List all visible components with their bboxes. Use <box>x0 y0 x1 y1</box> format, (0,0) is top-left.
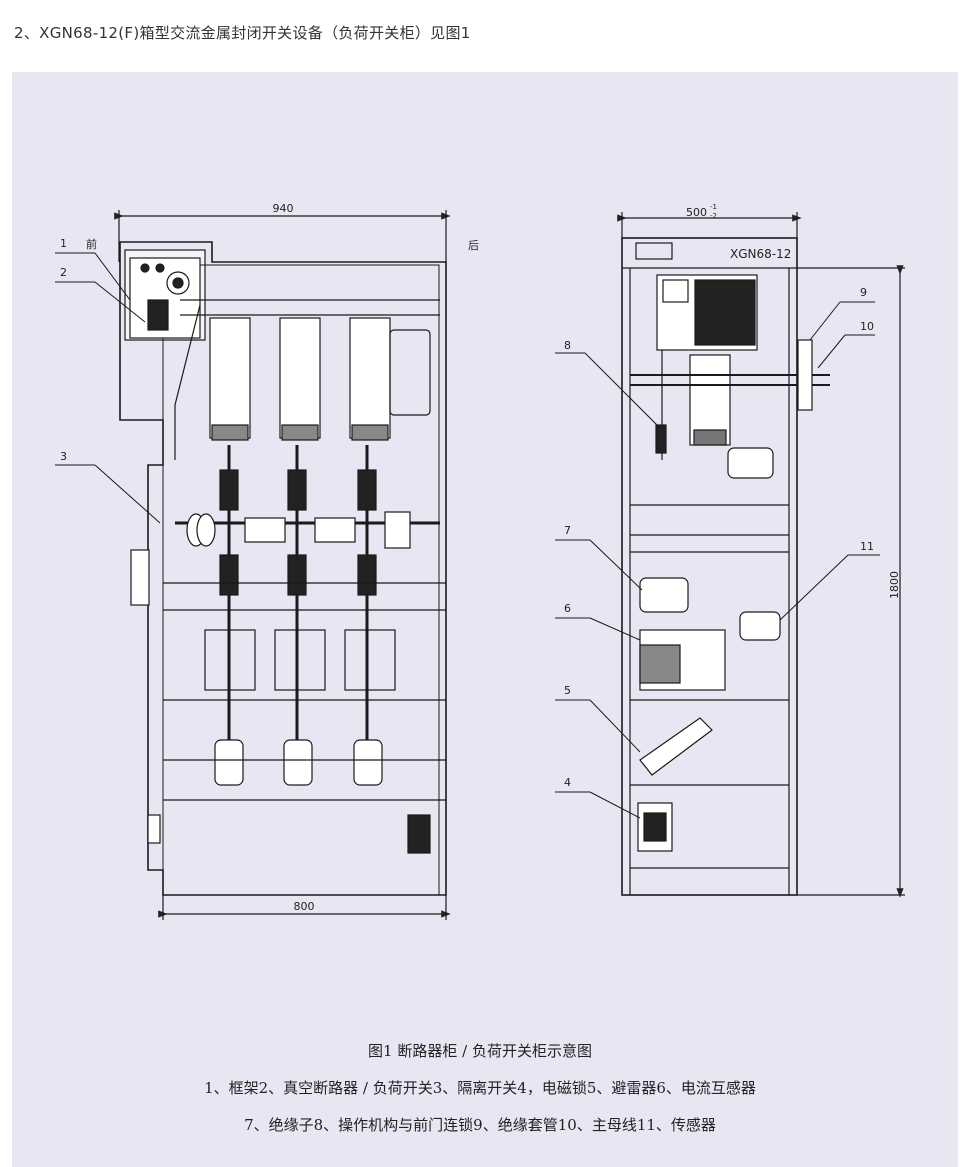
callout-7: 7 <box>564 524 571 537</box>
legend-line-1: 1、框架2、真空断路器 / 负荷开关3、隔离开关4，电磁锁5、避雷器6、电流互感… <box>204 1079 756 1097</box>
side-view <box>617 212 905 898</box>
pole-1 <box>209 317 251 441</box>
front-width-dimension: 940 <box>273 202 294 215</box>
callout-11: 11 <box>860 540 874 553</box>
callout-3: 3 <box>60 450 67 463</box>
side-width-tolerance-lower: -2 <box>710 212 717 220</box>
nameplate: XGN68-12 <box>730 247 791 261</box>
side-width-tolerance-upper: -1 <box>710 203 717 211</box>
callout-1: 1 <box>60 237 67 250</box>
bottom-insulators <box>214 739 383 786</box>
front-view <box>114 210 451 920</box>
callout-6: 6 <box>564 602 571 615</box>
page-heading: 2、XGN68-12(F)箱型交流金属封闭开关设备（负荷开关柜）见图1 <box>14 24 471 42</box>
side-height-dimension: 1800 <box>888 571 901 599</box>
callout-5: 5 <box>564 684 571 697</box>
pole-2 <box>279 317 321 441</box>
shaft-insulators <box>186 511 411 549</box>
callout-4: 4 <box>564 776 571 789</box>
legend-line-2: 7、绝缘子8、操作机构与前门连锁9、绝缘套管10、主母线11、传感器 <box>244 1116 716 1134</box>
figure-title: 图1 断路器柜 / 负荷开关柜示意图 <box>368 1042 592 1060</box>
label-front: 前 <box>86 237 97 251</box>
side-width-dimension: 500 <box>686 206 707 219</box>
front-bottom-dimension: 800 <box>294 900 315 913</box>
callout-10: 10 <box>860 320 874 333</box>
callout-8: 8 <box>564 339 571 352</box>
label-rear: 后 <box>468 239 479 252</box>
pole-3 <box>349 317 391 441</box>
callout-2: 2 <box>60 266 67 279</box>
callout-9: 9 <box>860 286 867 299</box>
